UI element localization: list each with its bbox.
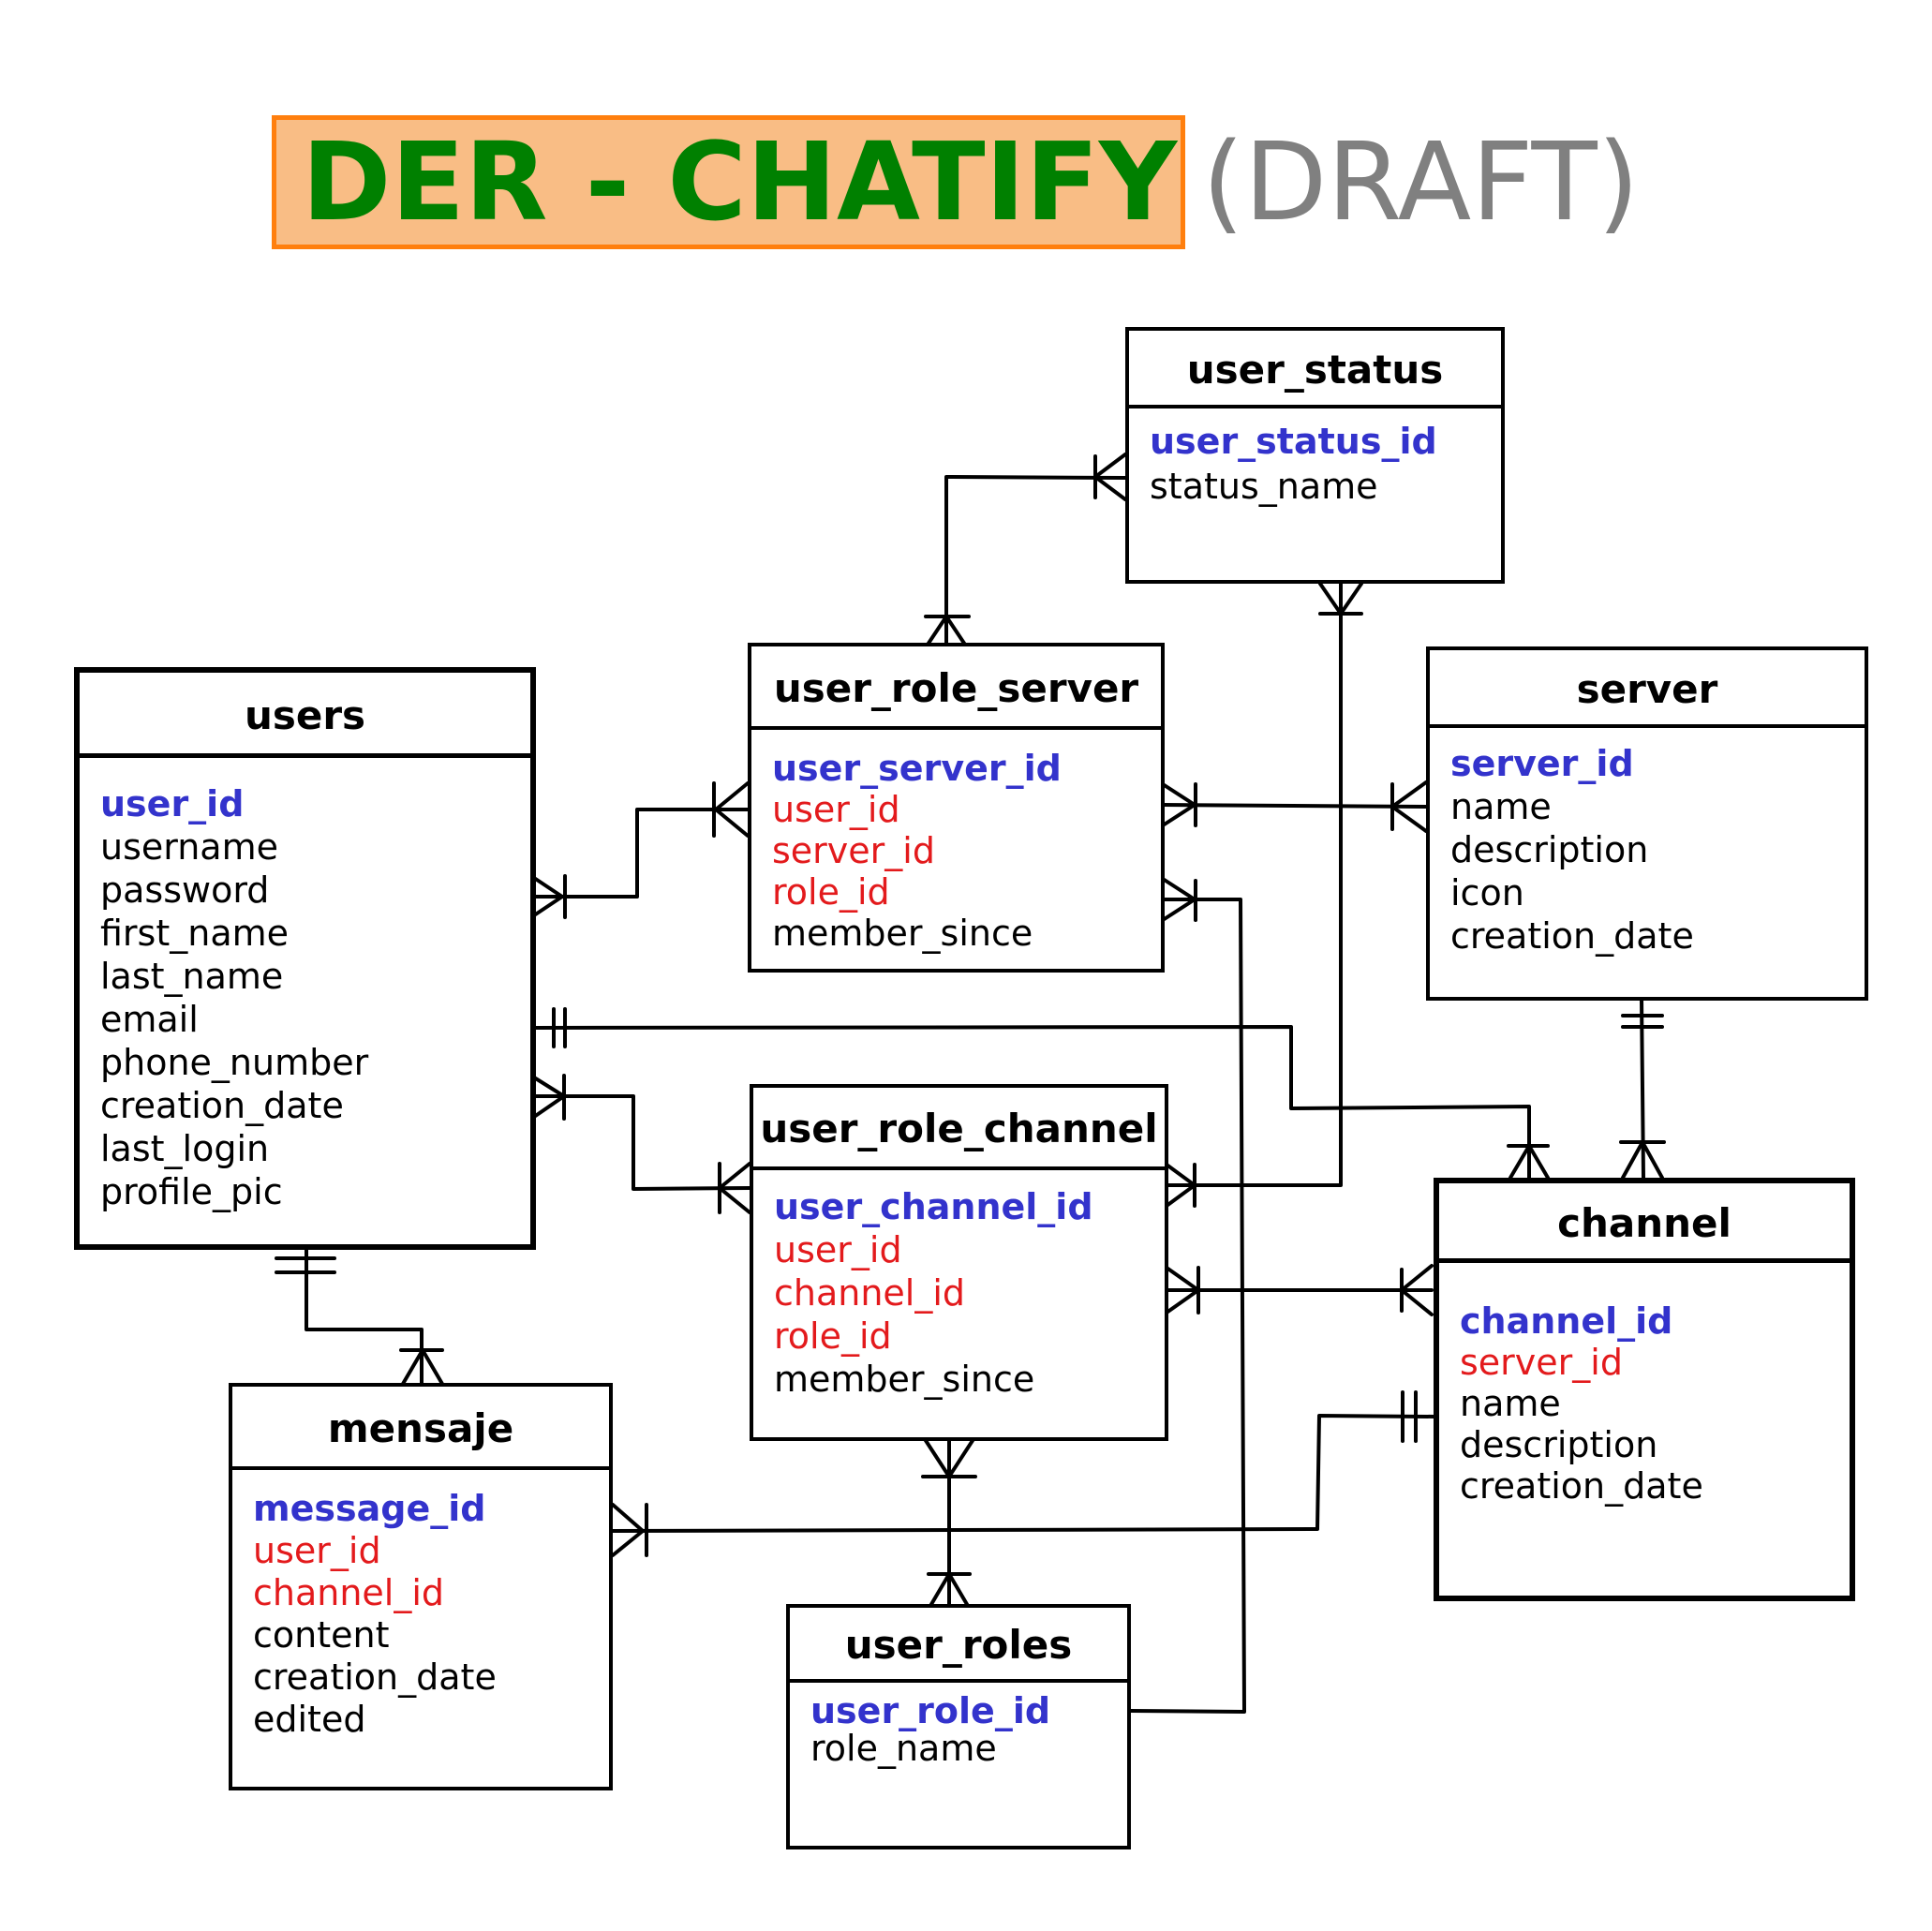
- entity-header: user_role_channel: [753, 1088, 1165, 1170]
- attribute-field: icon: [1450, 872, 1524, 914]
- rel-user-role-server-server: [1161, 780, 1428, 833]
- rel-user-status-user-role-channel: [1165, 582, 1363, 1208]
- primary-key-field: user_role_id: [810, 1690, 1051, 1731]
- foreign-key-field: channel_id: [774, 1272, 966, 1314]
- entity-header: mensaje: [232, 1387, 609, 1470]
- rel-users-user-role-server: [532, 781, 750, 919]
- attribute-field: description: [1450, 829, 1649, 870]
- primary-key-field: message_id: [253, 1488, 486, 1529]
- rel-user-role-channel-user-roles: [921, 1437, 977, 1608]
- attribute-field: email: [100, 999, 199, 1040]
- attribute-field: member_since: [774, 1359, 1035, 1400]
- title-box: [272, 115, 1185, 249]
- attribute-field: name: [1450, 786, 1552, 827]
- attribute-field: first_name: [100, 913, 290, 954]
- rel-users-mensaje: [275, 1246, 444, 1387]
- foreign-key-field: user_id: [774, 1229, 902, 1270]
- entity-header: user_status: [1129, 331, 1501, 408]
- primary-key-field: user_channel_id: [774, 1186, 1093, 1227]
- foreign-key-field: role_id: [774, 1315, 892, 1357]
- foreign-key-field: server_id: [1460, 1342, 1623, 1383]
- attribute-field: creation_date: [1460, 1465, 1703, 1507]
- primary-key-field: user_id: [100, 783, 245, 824]
- attribute-field: profile_pic: [100, 1171, 283, 1212]
- attribute-field: status_name: [1150, 466, 1378, 507]
- rel-users-channel: [534, 1007, 1550, 1180]
- primary-key-field: user_server_id: [772, 748, 1062, 789]
- rel-user-role-server-user-roles: [1129, 877, 1246, 1714]
- rel-server-channel: [1619, 997, 1666, 1180]
- entity-header: user_roles: [790, 1608, 1127, 1683]
- primary-key-field: user_status_id: [1150, 421, 1437, 462]
- diagram-subtitle: (DRAFT): [1202, 120, 1640, 245]
- attribute-field: description: [1460, 1424, 1658, 1465]
- entity-header: users: [80, 673, 530, 758]
- entity-header: user_role_server: [751, 646, 1161, 730]
- attribute-field: password: [100, 869, 270, 911]
- attribute-field: username: [100, 826, 278, 868]
- entity-header: channel: [1439, 1183, 1850, 1263]
- rel-user-role-channel-channel: [1165, 1264, 1434, 1316]
- rel-user-status-user-role-server: [924, 453, 1127, 648]
- foreign-key-field: role_id: [772, 871, 890, 913]
- attribute-field: content: [253, 1614, 390, 1656]
- attribute-field: creation_date: [100, 1085, 344, 1126]
- entity-header: server: [1430, 650, 1865, 728]
- foreign-key-field: user_id: [772, 789, 900, 830]
- rel-users-user-role-channel: [532, 1074, 751, 1214]
- attribute-field: last_name: [100, 956, 284, 997]
- attribute-field: name: [1460, 1383, 1561, 1424]
- primary-key-field: server_id: [1450, 743, 1634, 784]
- attribute-field: edited: [253, 1699, 366, 1740]
- rel-mensaje-channel: [611, 1390, 1437, 1557]
- attribute-field: creation_date: [1450, 915, 1694, 957]
- foreign-key-field: server_id: [772, 830, 935, 871]
- foreign-key-field: channel_id: [253, 1572, 445, 1613]
- foreign-key-field: user_id: [253, 1530, 381, 1571]
- attribute-field: phone_number: [100, 1042, 369, 1083]
- attribute-field: member_since: [772, 913, 1033, 954]
- attribute-field: creation_date: [253, 1656, 497, 1698]
- diagram-title: DER - CHATIFY: [302, 120, 1178, 245]
- attribute-field: role_name: [810, 1728, 997, 1769]
- attribute-field: last_login: [100, 1128, 270, 1169]
- primary-key-field: channel_id: [1460, 1300, 1673, 1342]
